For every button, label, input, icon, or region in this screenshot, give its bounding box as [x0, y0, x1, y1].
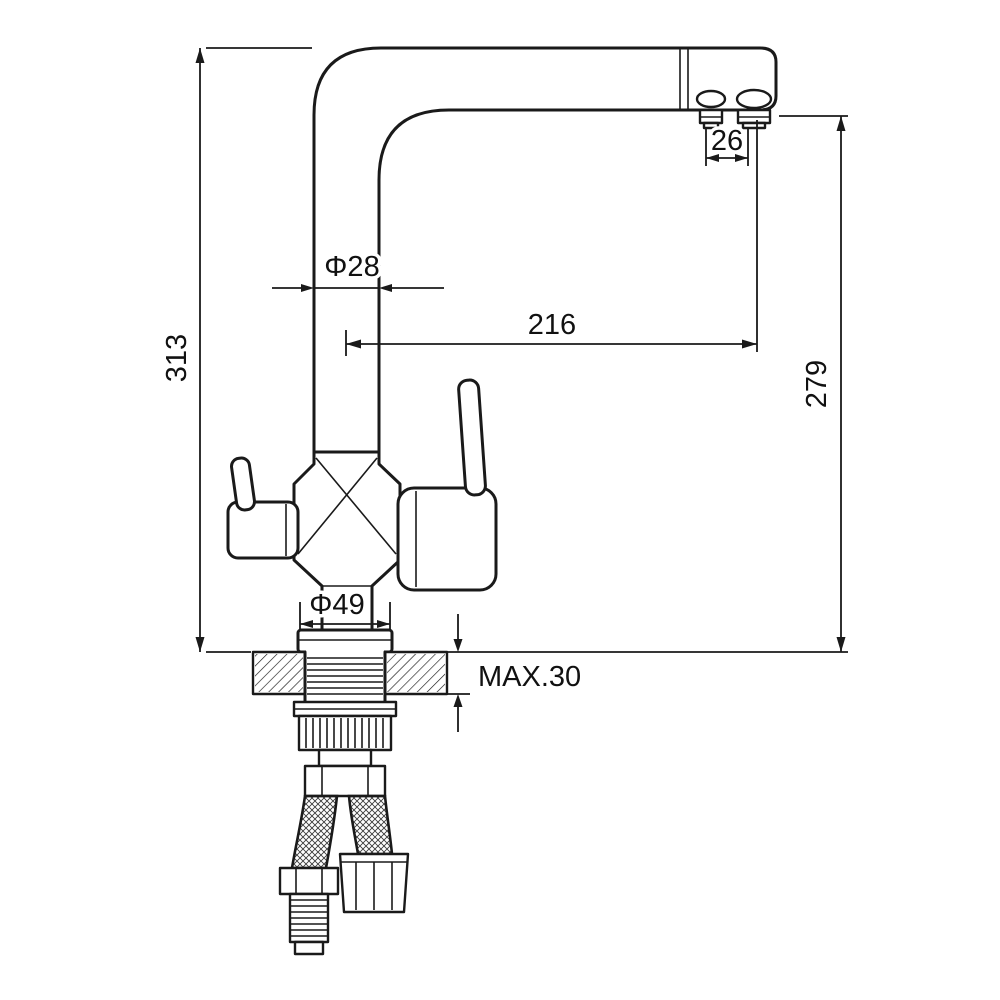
base-flange — [296, 628, 394, 654]
spout-head-joint-lines — [679, 48, 689, 110]
faucet — [226, 46, 778, 956]
left-hose-connector — [278, 866, 340, 956]
hose-adapter — [317, 748, 373, 768]
right-aerator-dome — [735, 88, 773, 110]
dim-tube-diameter: Φ28 — [272, 248, 444, 292]
dim-outlet-width: 26 — [705, 122, 749, 166]
countertop-hatch-right — [387, 654, 445, 692]
dim-label-max30: MAX.30 — [478, 661, 581, 693]
left-valve-cylinder — [226, 500, 300, 560]
dim-label-279: 279 — [801, 360, 833, 408]
dim-label-216: 216 — [528, 309, 576, 341]
threaded-shank — [303, 650, 387, 704]
left-braided-hose — [290, 794, 339, 870]
dim-outlet-height: 279 — [448, 115, 848, 653]
right-valve-cylinder — [396, 486, 498, 592]
hex-fitting — [303, 764, 387, 798]
dim-total-height: 313 — [158, 47, 312, 653]
right-braided-hose — [347, 794, 394, 856]
dim-label-phi28: Φ28 — [324, 251, 379, 283]
right-handle-lever — [457, 378, 487, 497]
right-aerator-tip — [741, 121, 767, 130]
dim-spout-reach: 216 — [345, 120, 758, 356]
right-hose-connector — [338, 852, 410, 914]
spout-pipe — [312, 46, 778, 452]
dim-label-313: 313 — [161, 334, 193, 382]
dim-base-diameter: Φ49 — [299, 586, 391, 630]
supply-hoses — [278, 794, 410, 956]
dim-deck-thickness: MAX.30 — [447, 614, 585, 732]
dim-label-26: 26 — [711, 125, 743, 157]
mounting-hardware — [292, 700, 398, 798]
left-handle-lever — [230, 456, 256, 512]
dim-label-phi49: Φ49 — [309, 589, 364, 621]
body-shading-lines — [297, 457, 397, 587]
left-aerator-dome — [695, 89, 727, 109]
countertop-hatch-left — [255, 654, 303, 692]
left-aerator-tip — [702, 121, 720, 130]
